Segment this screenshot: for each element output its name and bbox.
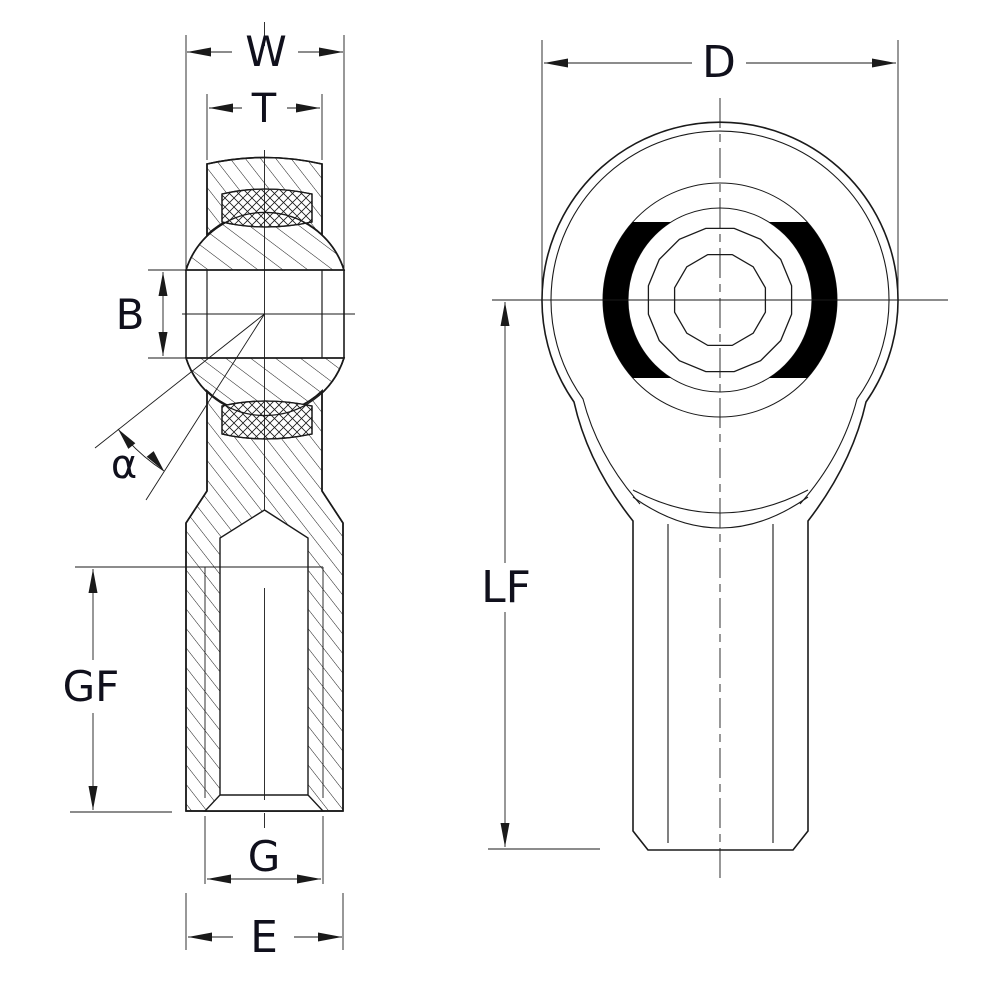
thread-bore <box>75 509 343 812</box>
dim-label-e: E <box>250 912 278 963</box>
race-ring <box>603 222 837 378</box>
dim-e <box>185 893 344 950</box>
centerlines-right <box>492 98 948 878</box>
dim-gf <box>70 569 172 813</box>
ball-circle <box>647 227 793 373</box>
race-insert-top <box>185 188 345 271</box>
neck-saddle-curves <box>632 489 809 529</box>
dim-label-w: W <box>245 27 287 76</box>
bore-circle <box>673 253 767 347</box>
dim-label-g: G <box>248 832 281 881</box>
dim-g <box>204 816 324 884</box>
dim-label-t: T <box>251 86 277 132</box>
dim-label-lf: LF <box>481 562 531 613</box>
dim-b <box>158 272 168 356</box>
ball-bore-band <box>148 269 355 359</box>
misalignment-angle <box>94 313 265 501</box>
head-outline-outer <box>541 121 899 851</box>
head-outline-inner <box>550 130 890 505</box>
dim-lf <box>488 302 600 850</box>
race-insert-bottom <box>185 357 345 440</box>
dim-d <box>541 40 899 296</box>
dim-label-alpha: α <box>111 442 137 488</box>
dim-w <box>185 35 345 268</box>
front-view <box>488 40 948 878</box>
dim-label-d: D <box>702 37 736 88</box>
dim-label-gf: GF <box>63 662 120 711</box>
dim-label-b: B <box>116 290 145 339</box>
dim-t <box>206 94 323 160</box>
side-section-view <box>70 22 355 950</box>
hex-facet-lines <box>667 524 774 843</box>
